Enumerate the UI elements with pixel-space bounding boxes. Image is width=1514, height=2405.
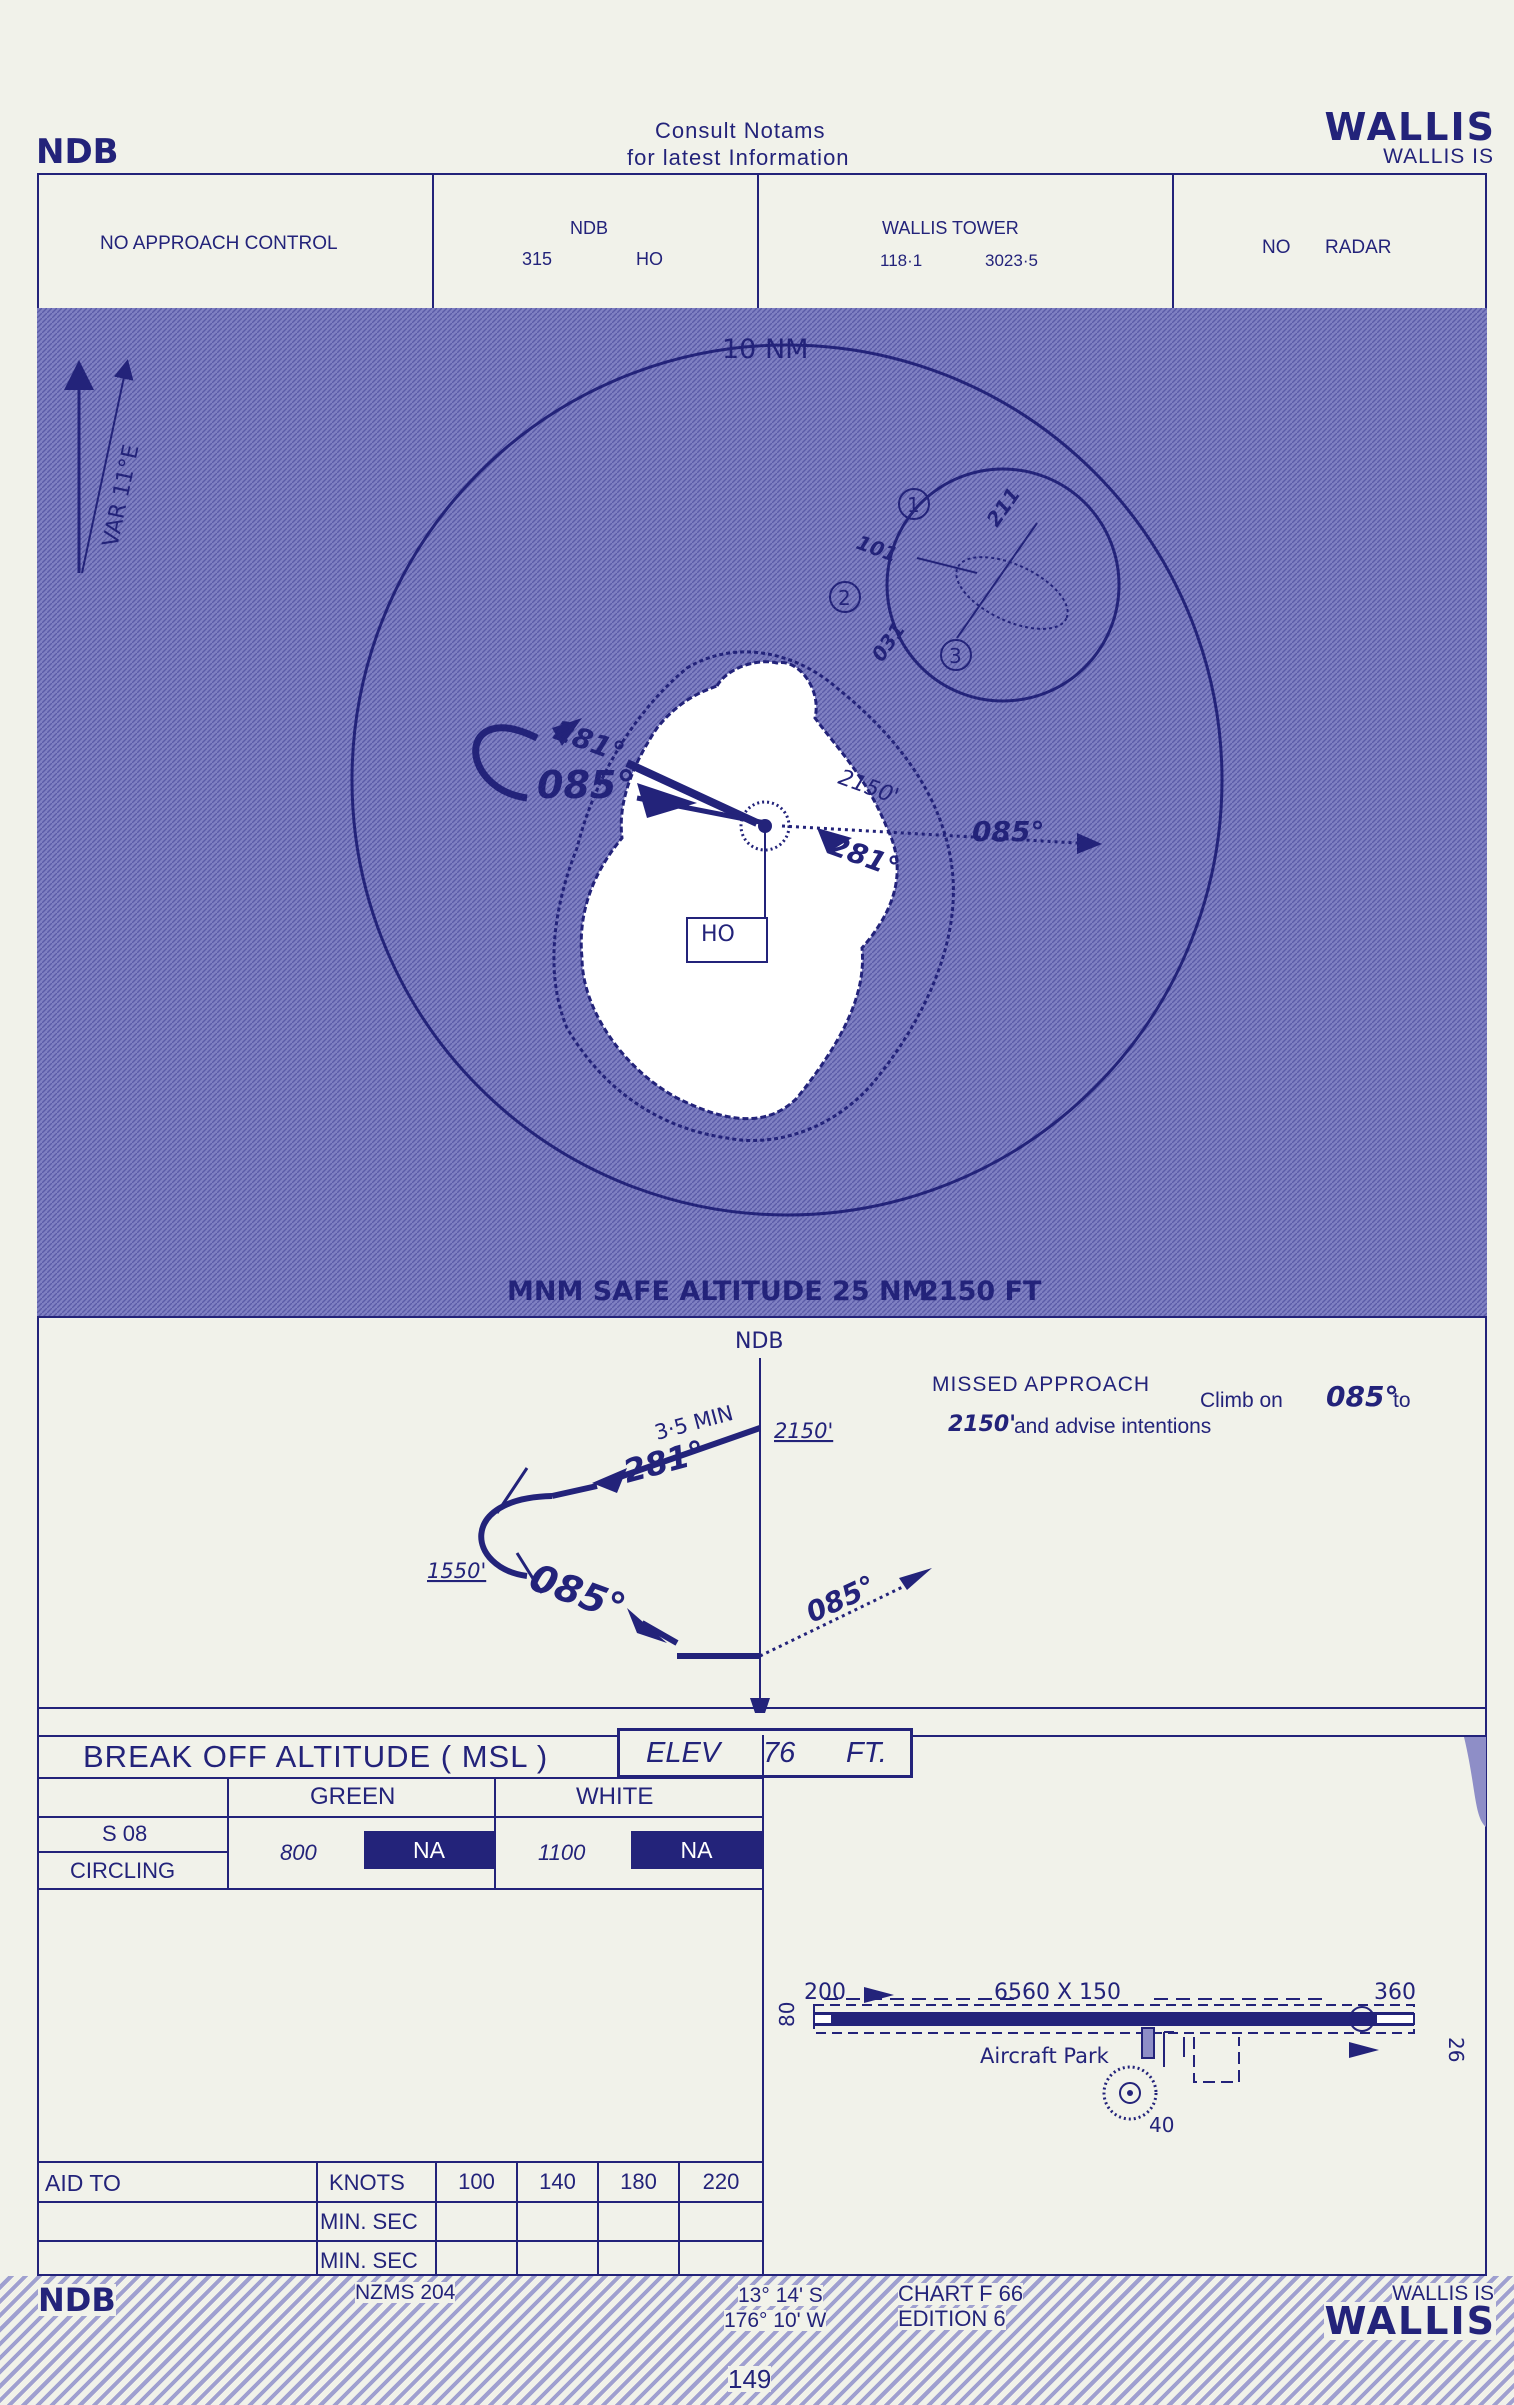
entry-sector-3-label: 3 (949, 644, 962, 668)
knots-label: KNOTS (329, 2170, 405, 2195)
runway-width-right: 26 (1444, 2037, 1468, 2062)
green-value: 800 (280, 1840, 317, 1865)
min-sec-label-1: MIN. SEC (320, 2209, 418, 2234)
footer-place: WALLIS (1324, 2299, 1496, 2343)
entry-sector-3 (940, 639, 972, 671)
row-straight-in: S 08 (102, 1821, 148, 1846)
range-ring-label: 10 NM (722, 334, 808, 365)
missed-track-label: 085° (972, 815, 1044, 848)
missed-approach-title: MISSED APPROACH (932, 1373, 1151, 1396)
minima-top-rule (37, 1707, 1487, 1709)
footer-procedure-type: NDB (38, 2281, 116, 2319)
missed-approach-track (781, 824, 1078, 845)
profile-turn (478, 1493, 553, 1579)
island-reef (552, 650, 955, 1142)
procedure-turn (472, 724, 539, 802)
profile-missed-track (759, 1578, 918, 1658)
ndb-distance: 40 (1149, 2113, 1174, 2137)
missed-heading: 085° (1326, 1380, 1399, 1413)
plan-view: VAR 11°E 10 NM HO 281° 085° 281° 085° 21… (37, 308, 1487, 1318)
missed-altitude: 2150' (948, 1412, 1016, 1437)
entry-sector-2 (829, 581, 861, 613)
ndb-ident-box (686, 917, 768, 963)
apron-taxiway (1141, 2027, 1155, 2059)
min-sec-label-2: MIN. SEC (320, 2248, 418, 2273)
header-procedure-type: NDB (36, 132, 119, 172)
tower-label: WALLIS TOWER (882, 218, 1019, 238)
profile-top-rule (37, 1316, 1487, 1318)
speed-100: 100 (458, 2169, 495, 2194)
runway-dimensions: 6560 X 150 (994, 1980, 1121, 2005)
elevation-box (617, 1728, 913, 1778)
footer-edition: EDITION 6 (898, 2306, 1006, 2331)
threshold-left: 200 (804, 1980, 846, 2005)
white-na-badge: NA (631, 1831, 762, 1869)
row-circling: CIRCLING (70, 1858, 176, 1883)
profile-alt-turn: 1550' (427, 1559, 486, 1583)
runway-width-left: 80 (775, 2002, 799, 2027)
ndb-frequency: 315 (522, 249, 553, 269)
header-notice-line2: for latest Information (627, 145, 850, 170)
white-value: 1100 (538, 1840, 586, 1865)
msa-label: MNM SAFE ALTITUDE 25 NM (507, 1276, 929, 1307)
elevation-unit: FT. (846, 1737, 887, 1769)
entry-sector-2-label: 2 (838, 586, 851, 610)
aerodrome-diagram: 200 360 6560 X 150 80 26 Aircraft Park 4… (775, 1737, 1486, 2137)
white-header: WHITE (576, 1783, 654, 1810)
white-na-text: NA (680, 1836, 713, 1863)
aid-to-label: AID TO (45, 2170, 121, 2196)
ndb-ident: HO (636, 249, 663, 269)
speed-220: 220 (702, 2169, 740, 2194)
range-ring-10nm (350, 343, 1224, 1217)
speed-180: 180 (620, 2169, 657, 2194)
green-na-text: NA (413, 1836, 445, 1863)
ndb-symbol (739, 800, 791, 852)
footer-longitude: 176° 10' W (724, 2309, 827, 2332)
profile-missed-label: 085° (801, 1569, 881, 1630)
green-na-badge: NA (364, 1831, 494, 1869)
entry-sector-1 (898, 488, 930, 520)
magnetic-north-arrow (81, 359, 134, 574)
approach-control-text: NO APPROACH CONTROL (100, 233, 338, 254)
footer-place-small: WALLIS IS (1392, 2282, 1494, 2305)
ndb-label: NDB (570, 218, 609, 238)
header-subtitle: WALLIS IS (1383, 145, 1494, 168)
footer-nzms: NZMS 204 (355, 2281, 456, 2304)
aircraft-park-label: Aircraft Park (980, 2044, 1110, 2068)
profile-inbound-label: 085° (524, 1555, 631, 1630)
profile-alt-top: 2150' (774, 1419, 833, 1443)
missed-climb-text: Climb on (1200, 1389, 1283, 1412)
footer-chart-number: CHART F 66 (898, 2281, 1024, 2306)
green-header: GREEN (310, 1783, 396, 1810)
elevation-label: ELEV (646, 1737, 721, 1769)
outbound-track (625, 759, 759, 827)
threshold-right: 360 (1374, 1980, 1416, 2005)
missed-to-text: to (1393, 1389, 1411, 1412)
inbound-label: 085° (537, 763, 635, 807)
tower-frequency-1: 118·1 (880, 251, 923, 270)
holding-inset (885, 467, 1121, 703)
ndb-ident-box-label: HO (701, 922, 735, 947)
runway (814, 2012, 1414, 2026)
radar-no-text: NO (1262, 237, 1291, 258)
profile-outbound-leg (616, 1425, 761, 1481)
missed-rest-text: and advise intentions (1014, 1415, 1212, 1438)
aerodrome-ndb (1102, 2065, 1158, 2121)
page-number: 149 (728, 2364, 772, 2394)
elevation-value: 76 (763, 1737, 796, 1769)
radar-text: RADAR (1325, 237, 1392, 258)
entry-sector-1-label: 1 (907, 493, 920, 517)
profile-ndb-label: NDB (735, 1329, 784, 1354)
tower-frequency-2: 3023·5 (985, 251, 1038, 270)
header-notice-line1: Consult Notams (655, 118, 826, 143)
speed-140: 140 (539, 2169, 576, 2194)
msa-altitude: 2150 FT (920, 1276, 1042, 1307)
footer-latitude: 13° 14' S (738, 2284, 823, 2307)
header-title: WALLIS (1324, 105, 1496, 149)
break-off-title: BREAK OFF ALTITUDE ( MSL ) (83, 1739, 549, 1774)
profile-view: NDB 281° 3·5 MIN 2150' 1550' 085° 085° (427, 1329, 932, 1713)
